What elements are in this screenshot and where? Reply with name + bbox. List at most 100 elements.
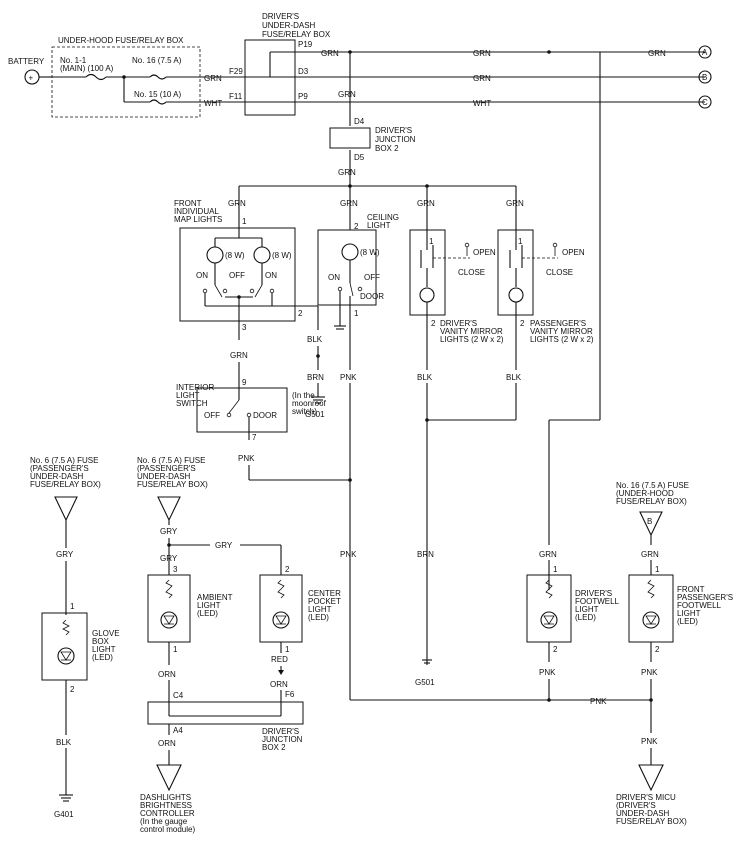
dvm-label-3: LIGHTS (2 W x 2)	[440, 335, 504, 344]
pvm-pin-2: 2	[520, 319, 525, 328]
ceiling-light-box	[317, 229, 377, 306]
pvm-open: OPEN	[562, 248, 585, 257]
pocket-light-box	[259, 574, 303, 643]
ils-label-2: LIGHT	[176, 391, 200, 400]
dfw-pin-2: 2	[553, 645, 558, 654]
fuse-16-label: No. 16 (7.5 A)	[132, 56, 182, 65]
ils-label-3: SWITCH	[176, 399, 208, 408]
conn-d4: D4	[354, 117, 365, 126]
fuse6-left-1: No. 6 (7.5 A) FUSE	[30, 456, 98, 465]
fmap-label-2: INDIVIDUAL	[174, 207, 219, 216]
pvm-label-1: PASSENGER'S	[530, 319, 586, 328]
fuse6-left-triangle	[54, 496, 78, 522]
ref-b-label: B	[702, 73, 707, 82]
ground-g501-lower-group: BRN G501	[415, 550, 435, 687]
ils-off: OFF	[204, 411, 220, 420]
map-right-wattage: (8 W)	[272, 251, 292, 260]
driver-footwell-light: 1 DRIVER'S FOOTWELL LIGHT (LED) 2 PNK	[526, 565, 620, 702]
micu-label-4: FUSE/RELAY BOX)	[616, 817, 687, 826]
dbc-label-3: CONTROLLER	[140, 809, 195, 818]
djb2-label-2: JUNCTION	[262, 735, 303, 744]
wire-orn-ambient: ORN	[158, 670, 176, 679]
ils-label-1: INTERIOR	[176, 383, 214, 392]
battery-section: BATTERY +	[8, 57, 52, 85]
wire-blk-glove: BLK	[56, 738, 72, 747]
ceiling-label-2: LIGHT	[367, 221, 391, 230]
fuse-16-symbol	[149, 74, 167, 80]
driver-under-dash-box: DRIVER'S UNDER-DASH FUSE/RELAY BOX F29 F…	[229, 12, 331, 116]
fuse6-left-3: UNDER-DASH	[30, 472, 84, 481]
interior-light-switch: GRN 9 INTERIOR LIGHT SWITCH OFF DOOR (In…	[176, 351, 352, 482]
wire-grn-map: GRN	[228, 199, 246, 208]
fuse-15-symbol	[149, 99, 167, 105]
ambient-and-pocket: No. 6 (7.5 A) FUSE (PASSENGER'S UNDER-DA…	[137, 456, 341, 834]
wire-grn-a-end: GRN	[648, 49, 666, 58]
djb-label-2: JUNCTION	[375, 135, 416, 144]
dbc-triangle	[156, 764, 182, 792]
dvm-label-1: DRIVER'S	[440, 319, 477, 328]
ref-c-label: C	[702, 98, 708, 107]
ils-label-6: switch)	[292, 407, 317, 416]
dfw-label-2: FOOTWELL	[575, 597, 620, 606]
wire-grn-b: GRN	[473, 74, 491, 83]
dvm-bulb	[419, 287, 435, 303]
pfw-box	[628, 574, 674, 643]
ref-a-label: A	[702, 48, 708, 57]
wire-pnk-pfw: PNK	[641, 668, 658, 677]
front-map-lights: FRONT INDIVIDUAL MAP LIGHTS 1 (8 W) (8 W…	[174, 199, 325, 419]
micu-label-2: (DRIVER'S	[616, 801, 656, 810]
wire-grn-d4: GRN	[338, 90, 356, 99]
conn-p19: P19	[298, 40, 313, 49]
wire-gry-glove: GRY	[56, 550, 74, 559]
under-hood-box-label: UNDER-HOOD FUSE/RELAY BOX	[58, 36, 184, 45]
fuse-15-label: No. 15 (10 A)	[134, 90, 181, 99]
fmap-label-3: MAP LIGHTS	[174, 215, 222, 224]
map-off: OFF	[229, 271, 245, 280]
wire-blk-pvm: BLK	[506, 373, 522, 382]
ambient-label-3: (LED)	[197, 609, 218, 618]
map-bulb-left	[206, 246, 224, 264]
ceiling-label-1: CEILING	[367, 213, 399, 222]
pfw-label-3: FOOTWELL	[677, 601, 722, 610]
grn-distribution-bus: GRN GRN GRN GRN	[228, 184, 524, 230]
fuse6-center-2: (PASSENGER'S	[137, 464, 196, 473]
main-fuse-rating: (MAIN) (100 A)	[60, 64, 114, 73]
micu-label-1: DRIVER'S MICU	[616, 793, 676, 802]
branch-a-footwell: GRN	[539, 52, 601, 590]
ils-label-5: moonroof	[292, 399, 327, 408]
micu-label-3: UNDER-DASH	[616, 809, 670, 818]
wire-pnk-ils: PNK	[238, 454, 255, 463]
ambient-pin-1: 1	[173, 645, 178, 654]
fuse6-center-3: UNDER-DASH	[137, 472, 191, 481]
ceiling-door: DOOR	[360, 292, 384, 301]
pvm-close: CLOSE	[546, 268, 573, 277]
fuse6-center-1: No. 6 (7.5 A) FUSE	[137, 456, 205, 465]
glove-box-light: No. 6 (7.5 A) FUSE (PASSENGER'S UNDER-DA…	[30, 456, 120, 819]
ils-door: DOOR	[253, 411, 277, 420]
dbc-label-4: (In the gauge	[140, 817, 188, 826]
djb2-label-3: BOX 2	[262, 743, 286, 752]
top-bus-wires: GRN GRN GRN GRN WHT A B C	[295, 45, 712, 109]
wire-orn-dbc: ORN	[158, 739, 176, 748]
map-lights-box	[179, 227, 296, 322]
ref-c-marker	[698, 95, 712, 109]
wire-wht-uh: WHT	[204, 99, 222, 108]
fmap-label-1: FRONT	[174, 199, 202, 208]
ambient-light-box	[147, 574, 191, 643]
battery-plus-sign: +	[29, 74, 34, 83]
glove-label-3: LIGHT	[92, 645, 116, 654]
passenger-vanity-mirror: 1 OPEN CLOSE 2 PASSENGER'S VANITY MIRROR…	[425, 229, 594, 422]
pocket-label-3: LIGHT	[308, 605, 332, 614]
ceiling-pin-1: 1	[354, 309, 359, 318]
wire-gry-top: GRY	[160, 527, 178, 536]
djb-label-3: BOX 2	[375, 144, 399, 153]
map-pin-1: 1	[242, 217, 247, 226]
dfw-label-4: (LED)	[575, 613, 596, 622]
wire-grn-a-mid: GRN	[473, 49, 491, 58]
pocket-pin-1: 1	[285, 645, 290, 654]
wire-pnk-dfw: PNK	[539, 668, 556, 677]
glove-label-1: GLOVE	[92, 629, 120, 638]
ambient-label-1: AMBIENT	[197, 593, 233, 602]
under-hood-fuse-box: UNDER-HOOD FUSE/RELAY BOX No. 1-1 (MAIN)…	[51, 36, 245, 118]
ils-pin-9: 9	[242, 378, 247, 387]
